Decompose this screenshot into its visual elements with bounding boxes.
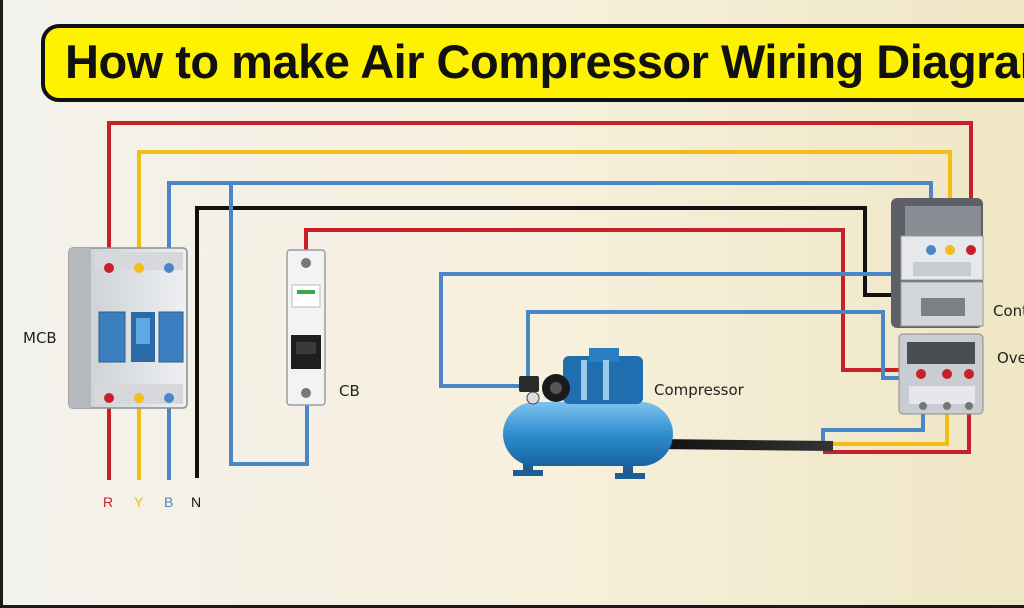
contactor-label: Cont <box>993 302 1024 320</box>
compressor-device[interactable] <box>503 348 673 479</box>
contactor-device[interactable] <box>891 198 984 328</box>
terminal-r-label: R <box>103 494 113 510</box>
wire-red-supply <box>107 121 973 262</box>
compressor-label: Compressor <box>654 381 745 399</box>
cb-device[interactable] <box>286 249 326 406</box>
overload-relay-device[interactable] <box>898 333 984 415</box>
terminal-b-label: B <box>164 494 173 510</box>
page-title: How to make Air Compressor Wiring Diagra… <box>65 35 1024 88</box>
cb-label: CB <box>339 382 360 400</box>
wire-blue-cb-feed <box>229 183 309 466</box>
overload-label: Ove <box>997 349 1024 367</box>
motor-cable <box>657 439 834 451</box>
wiring-diagram: MCB CB Compressor Cont Ove R Y B N <box>23 121 1024 510</box>
title-banner <box>41 24 1024 102</box>
wire-blue-supply <box>167 181 933 262</box>
wire-out-red <box>823 410 971 454</box>
mcb-device[interactable] <box>68 247 188 409</box>
terminal-n-label: N <box>191 494 201 510</box>
wire-out-blue <box>821 410 925 444</box>
wire-out-yellow <box>823 410 949 446</box>
wire-yellow-supply <box>137 150 952 262</box>
terminal-y-label: Y <box>134 494 144 510</box>
mcb-label: MCB <box>23 329 57 347</box>
